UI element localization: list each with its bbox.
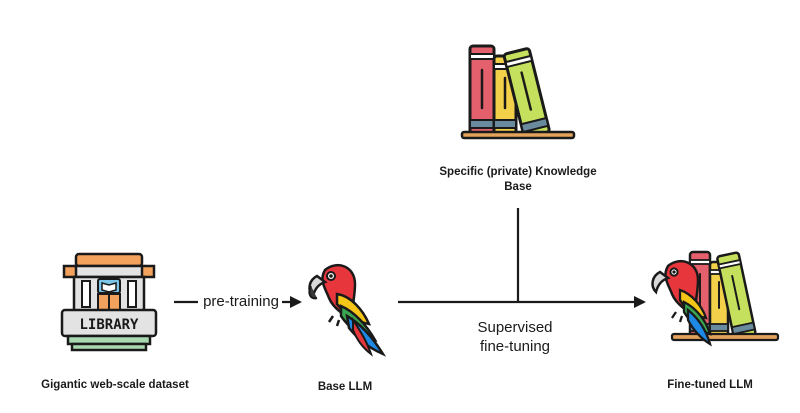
finetuning-label-line2: fine-tuning	[479, 338, 551, 355]
base-llm-label: Base LLM	[317, 381, 373, 393]
knowledge-base-label: Specific (private) Knowledge Base	[410, 165, 626, 195]
parrot-with-books-icon	[651, 250, 780, 347]
knowledge-base-label-line2: Base	[504, 181, 532, 193]
knowledge-base-label-line1: Specific (private) Knowledge	[439, 166, 597, 178]
library-sign-text: LIBRARY	[79, 317, 139, 333]
finetuning-label: Supervised fine-tuning	[440, 318, 590, 356]
books-icon	[460, 44, 576, 140]
finetuned-llm-label: Fine-tuned LLM	[667, 379, 753, 391]
pretraining-label: pre-training	[203, 293, 279, 310]
library-building-icon: LIBRARY	[60, 252, 158, 352]
finetuning-label-line1: Supervised	[477, 319, 553, 336]
library-label: Gigantic web-scale dataset	[41, 379, 189, 391]
parrot-icon	[308, 264, 387, 357]
